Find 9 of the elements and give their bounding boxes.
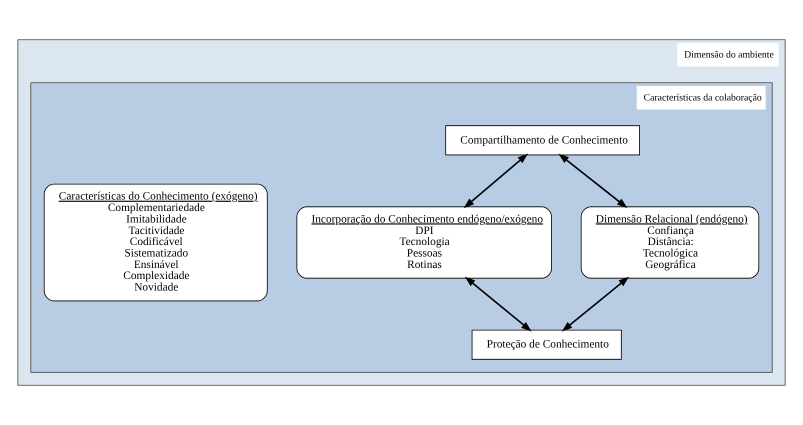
arrow xyxy=(562,276,630,332)
node-box: Proteção de Conhecimento xyxy=(472,330,622,360)
node-box: Dimensão Relacional (endógeno) Confiança Distância: Tecnológica Geográfica xyxy=(580,206,760,279)
node-box: Compartilhamento de Conhecimento xyxy=(445,125,640,156)
arrow xyxy=(558,154,628,208)
node-box: Incorporação do Conhecimento endógeno/exógeno DPI Tecnologia Pessoas Rotinas xyxy=(296,206,552,279)
arrow xyxy=(464,276,532,332)
arrow xyxy=(464,154,528,208)
node-box: Características do Conhecimento (exógeno) Complementariedade Imitabilidade Tacitividade Codificável Sistematizado Ensinável Complexidade Novidade xyxy=(44,184,268,302)
